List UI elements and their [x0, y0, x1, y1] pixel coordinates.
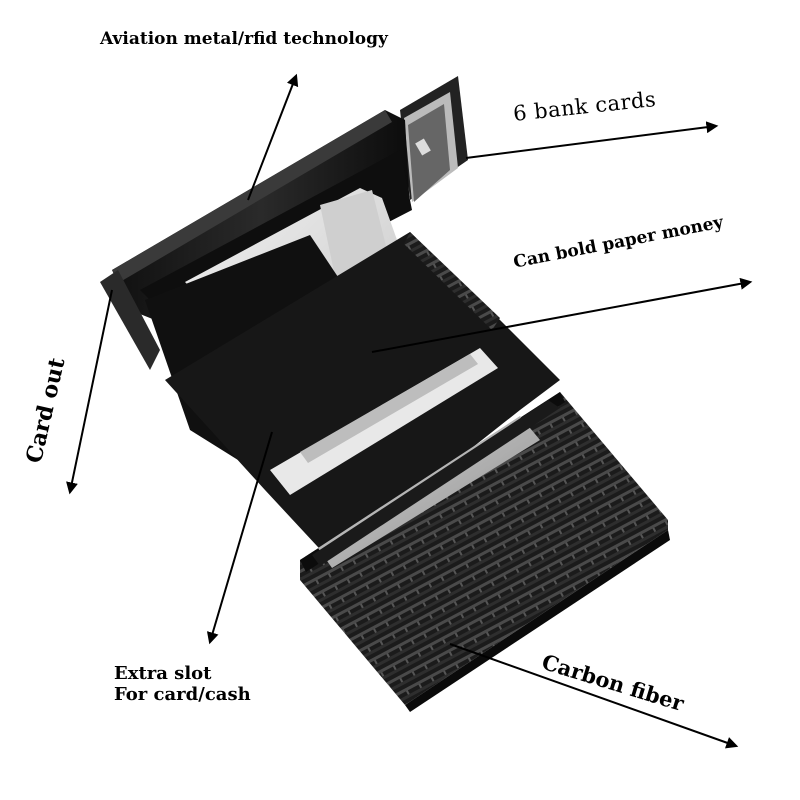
arrow-card-out — [66, 289, 113, 495]
label-extra-slot-line2: For card/cash — [114, 683, 251, 705]
arrow-paper-money — [371, 277, 753, 353]
label-extra-slot-line1: Extra slot — [114, 663, 212, 684]
label-extra-slot: Extra slot For card/cash — [114, 663, 251, 705]
bank-cards-stack — [400, 76, 468, 202]
arrow-extra-slot — [206, 431, 273, 645]
silver-card-front-slot — [312, 400, 560, 568]
arrow-carbon-fiber — [449, 643, 739, 749]
annotation-arrows — [66, 73, 753, 749]
wallet-left-panel — [165, 232, 560, 560]
id-card-in-slot — [270, 348, 498, 495]
arrow-bank-cards — [465, 121, 719, 159]
label-aviation-metal: Aviation metal/rfid technology — [100, 29, 388, 49]
arrow-aviation — [247, 73, 299, 201]
